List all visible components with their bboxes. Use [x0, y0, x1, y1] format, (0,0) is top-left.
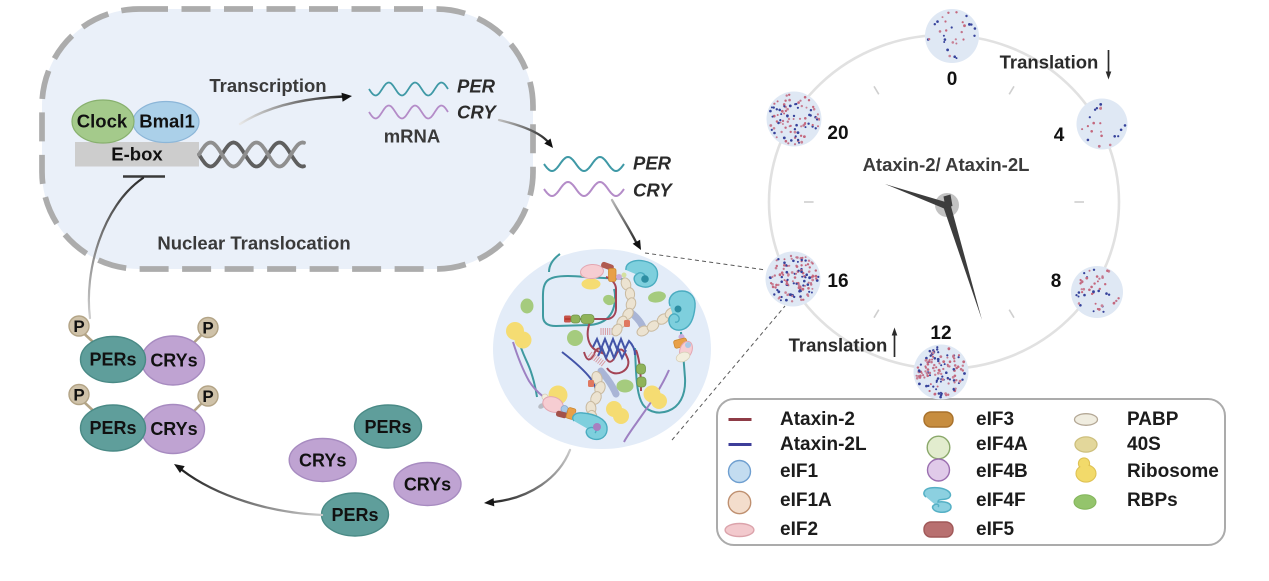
svg-text:P: P: [73, 386, 84, 405]
svg-text:Translation: Translation: [1000, 52, 1099, 73]
svg-text:mRNA: mRNA: [384, 126, 441, 147]
svg-text:eIF4B: eIF4B: [976, 461, 1028, 482]
svg-text:P: P: [202, 319, 213, 338]
svg-text:Ataxin-2: Ataxin-2: [780, 409, 855, 430]
svg-text:eIF2: eIF2: [780, 519, 818, 540]
svg-text:8: 8: [1051, 271, 1062, 292]
svg-text:PABP: PABP: [1127, 409, 1179, 430]
svg-text:CRYs: CRYs: [404, 475, 451, 495]
svg-text:Nuclear Translocation: Nuclear Translocation: [157, 233, 350, 254]
svg-text:eIF1: eIF1: [780, 461, 818, 482]
svg-text:16: 16: [827, 271, 848, 292]
svg-text:Transcription: Transcription: [209, 75, 326, 96]
svg-text:Ataxin-2/ Ataxin-2L: Ataxin-2/ Ataxin-2L: [863, 154, 1030, 175]
svg-text:eIF5: eIF5: [976, 519, 1014, 540]
svg-text:eIF4F: eIF4F: [976, 490, 1026, 511]
svg-text:Ataxin-2L: Ataxin-2L: [780, 434, 867, 455]
svg-text:PERs: PERs: [331, 505, 378, 525]
svg-text:RBPs: RBPs: [1127, 490, 1178, 511]
svg-text:eIF1A: eIF1A: [780, 490, 832, 511]
svg-text:P: P: [73, 317, 84, 336]
svg-text:PER: PER: [457, 76, 496, 97]
svg-text:20: 20: [827, 123, 848, 144]
svg-text:CRYs: CRYs: [150, 419, 197, 439]
svg-text:12: 12: [930, 323, 951, 344]
svg-text:Translation: Translation: [789, 335, 888, 356]
svg-text:Ribosome: Ribosome: [1127, 461, 1219, 482]
svg-text:CRYs: CRYs: [299, 451, 346, 471]
svg-text:CRY: CRY: [633, 180, 673, 201]
svg-text:PER: PER: [633, 153, 672, 174]
svg-text:PERs: PERs: [364, 417, 411, 437]
svg-text:CRY: CRY: [457, 102, 497, 123]
svg-text:0: 0: [947, 69, 958, 90]
svg-text:Clock: Clock: [77, 111, 128, 132]
svg-text:eIF4A: eIF4A: [976, 434, 1028, 455]
svg-text:Bmal1: Bmal1: [139, 111, 195, 132]
svg-text:P: P: [202, 387, 213, 406]
svg-text:PERs: PERs: [89, 350, 136, 370]
svg-text:E-box: E-box: [111, 144, 163, 165]
svg-text:CRYs: CRYs: [150, 351, 197, 371]
svg-text:4: 4: [1054, 125, 1065, 146]
svg-text:PERs: PERs: [89, 418, 136, 438]
svg-text:eIF3: eIF3: [976, 409, 1014, 430]
svg-text:40S: 40S: [1127, 434, 1161, 455]
